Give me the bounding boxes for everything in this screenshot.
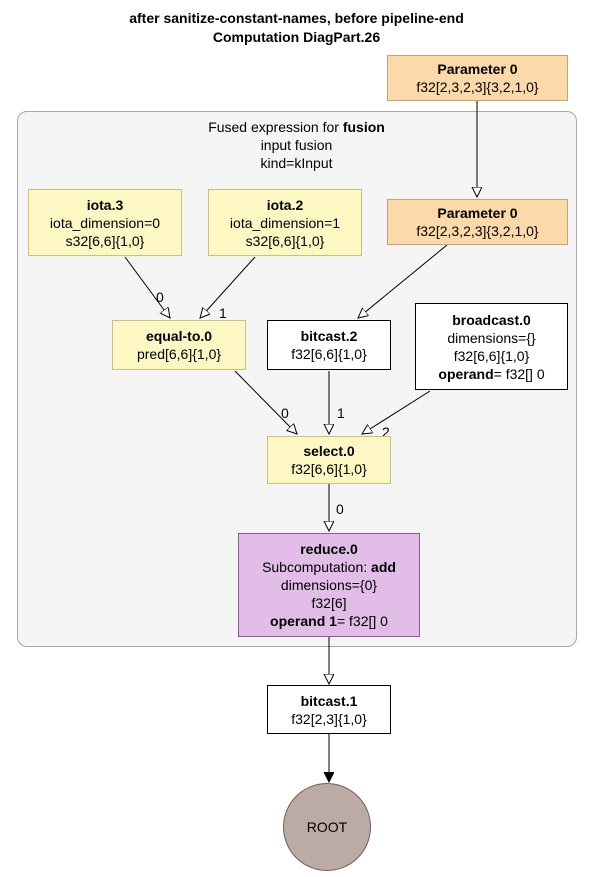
node-title: iota.3 [86,196,124,213]
edge-label-iota3-equal-to: 0 [156,289,164,305]
reduce-0-node[interactable]: reduce.0 Subcomputation: add dimensions=… [238,533,420,637]
node-shape: s32[6,6]{1,0} [245,232,325,249]
node-title: Parameter 0 [437,61,518,77]
node-shape: pred[6,6]{1,0} [136,346,222,362]
graph-title-line1: after sanitize-constant-names, before pi… [129,10,464,26]
node-attr: iota_dimension=1 [229,214,341,231]
node-attr: dimensions={} [447,329,536,346]
node-shape: f32[6,6]{1,0} [453,347,530,364]
cluster-label-line1: Fused expression for fusion [208,119,385,135]
edge-equal-to-to-select [234,370,297,434]
edge-label-select-reduce: 0 [336,501,344,517]
edge-broadcast-to-select [362,390,431,434]
node-title: broadcast.0 [452,311,531,328]
parameter-0-node[interactable]: Parameter 0 f32[2,3,2,3]{3,2,1,0} [387,55,568,101]
edge-iota3-to-equal-to [124,256,170,318]
select-0-node[interactable]: select.0 f32[6,6]{1,0} [267,436,391,484]
node-title: Parameter 0 [437,205,518,221]
node-title: bitcast.2 [300,328,358,344]
equal-to-0-node[interactable]: equal-to.0 pred[6,6]{1,0} [112,320,246,370]
node-operand: operand 1= f32[] 0 [270,613,388,629]
node-title: reduce.0 [300,541,358,557]
node-subcomputation: Subcomputation: add [262,559,396,575]
node-title: iota.2 [266,196,304,213]
node-attr: iota_dimension=0 [49,214,161,231]
graph-title-line2: Computation DiagPart.26 [212,29,381,45]
iota-2-node[interactable]: iota.2 iota_dimension=1 s32[6,6]{1,0} [208,189,362,256]
node-title: select.0 [303,443,355,459]
node-shape: f32[6,6]{1,0} [291,346,367,362]
node-shape: f32[2,3,2,3]{3,2,1,0} [416,79,539,95]
edge-param-inner-to-bitcast2 [358,244,448,318]
bitcast-1-node[interactable]: bitcast.1 f32[2,3]{1,0} [267,685,391,734]
cluster-label-line3: kind=kInput [260,155,333,171]
node-shape: f32[6] [311,595,347,611]
edge-label-bitcast2-select: 1 [337,405,345,421]
node-attr: dimensions={0} [280,577,378,593]
node-operand: operand= f32[] 0 [438,365,545,382]
fused-parameter-0-node[interactable]: Parameter 0 f32[2,3,2,3]{3,2,1,0} [387,199,568,245]
cluster-label-line2: input fusion [260,137,333,153]
node-shape: f32[2,3]{1,0} [291,710,367,727]
edge-label-iota2-equal-to: 1 [219,305,227,321]
root-node[interactable]: ROOT [283,783,371,871]
node-title: equal-to.0 [145,328,213,344]
edge-label-broadcast-select: 2 [382,424,390,440]
node-shape: s32[6,6]{1,0} [65,232,145,249]
node-shape: f32[2,3,2,3]{3,2,1,0} [416,223,539,239]
root-label: ROOT [306,819,348,835]
node-title: bitcast.1 [300,692,358,709]
node-shape: f32[6,6]{1,0} [291,461,367,477]
edge-iota2-to-equal-to [200,256,256,318]
bitcast-2-node[interactable]: bitcast.2 f32[6,6]{1,0} [267,320,391,370]
edge-label-equal-to-select: 0 [281,405,289,421]
broadcast-0-node[interactable]: broadcast.0 dimensions={} f32[6,6]{1,0} … [415,303,568,390]
iota-3-node[interactable]: iota.3 iota_dimension=0 s32[6,6]{1,0} [28,189,182,256]
